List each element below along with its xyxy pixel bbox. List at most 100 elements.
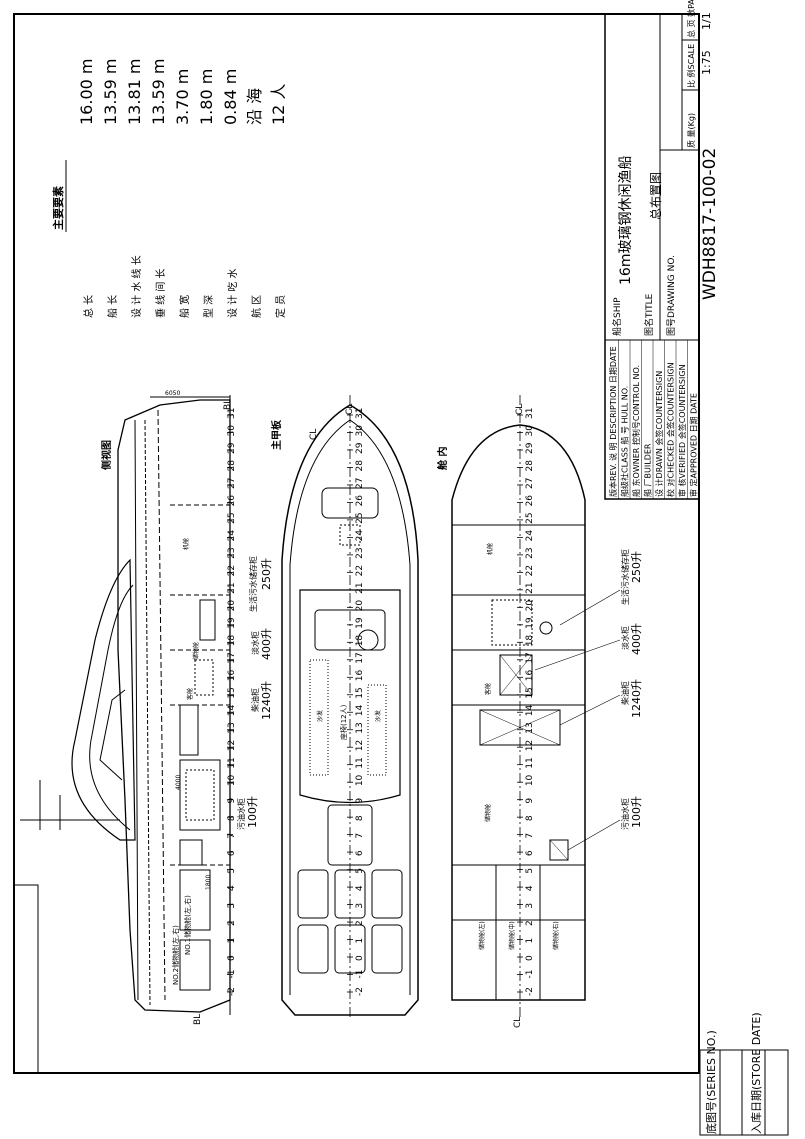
frame-number: 24 xyxy=(525,530,535,542)
bl-bottom: BL xyxy=(193,1014,203,1025)
frame-number: 26 xyxy=(227,495,237,507)
hold-fuel-vol: 1240升 xyxy=(630,679,643,718)
tank-left-label: 储物舱(左) xyxy=(478,921,486,950)
wastewater-tank-vol: 250升 xyxy=(260,558,273,590)
particular-row: 航 区沿 海 xyxy=(245,88,264,318)
deck-hatch xyxy=(297,869,329,919)
hold-view: 舱 内 CL CL -2-101234567891011121314151617… xyxy=(436,395,643,1028)
pages-label: 总 页 数PAGES xyxy=(686,0,696,38)
frame-number: 3 xyxy=(525,903,535,909)
titleblock-row: 审 核VERIFIED 会签COUNTERSIGN xyxy=(677,364,687,497)
titleblock-row: 审 定APPROVED 日期 DATE xyxy=(689,393,699,497)
frame-number: 13 xyxy=(355,722,365,733)
frame-number: 19 xyxy=(525,617,535,629)
frame-number: 9 xyxy=(355,798,365,804)
no1-label: NO.1储物舱(左,右) xyxy=(183,895,192,955)
fresh-water-tank-vol: 400升 xyxy=(260,628,273,660)
deck-hatch xyxy=(334,869,366,919)
particular-value: 13.59 m xyxy=(101,59,120,125)
bilge-tank-vol: 100升 xyxy=(246,796,259,828)
particular-value: 1.80 m xyxy=(197,69,216,125)
frame-number: -2 xyxy=(227,987,237,996)
particular-value: 3.70 m xyxy=(173,69,192,125)
frame-number: 21 xyxy=(525,582,535,593)
frame-number: 20 xyxy=(227,600,237,612)
frame-number: 17 xyxy=(227,652,237,663)
hold-wastewater-vol: 250升 xyxy=(630,551,643,583)
frame-number: 0 xyxy=(525,955,535,961)
title-block: 船名SHIP 16m玻璃钢休闲渔船 图名TITLE 总布置图 图号DRAWING… xyxy=(604,0,720,500)
frame-number: 25 xyxy=(525,512,535,523)
titleblock-row: 船 东OWNER 控制号CONTROL NO. xyxy=(631,365,641,497)
frame-number: 28 xyxy=(227,460,237,472)
mass-label: 质 量(Kg) xyxy=(686,113,696,148)
titleblock-row: 船 厂BUILDER xyxy=(643,443,653,497)
particular-label: 航 区 xyxy=(250,295,263,318)
profile-cabin-label: 客舱 xyxy=(186,688,194,700)
frame-number: -1 xyxy=(355,970,365,979)
frame-number: 16 xyxy=(355,670,365,682)
frame-number: 13 xyxy=(525,722,535,733)
frame-number: 25 xyxy=(227,512,237,523)
fuel-tank-vol: 1240升 xyxy=(260,681,273,720)
hold-store-label: 储物舱 xyxy=(484,804,492,822)
frame-number: 0 xyxy=(355,955,365,961)
main-deck-title: 主甲板 xyxy=(270,419,283,450)
frame-number: 16 xyxy=(227,670,237,682)
drawing-no-label: 图号DRAWING NO. xyxy=(666,255,677,336)
frame-number: 19 xyxy=(355,617,365,629)
frame-number: 31 xyxy=(525,408,535,419)
frame-number: 18 xyxy=(355,635,365,647)
frame-number: 21 xyxy=(355,582,365,593)
frame-number: 15 xyxy=(355,687,365,698)
frame-number: 5 xyxy=(525,868,535,874)
frame-number: 29 xyxy=(227,442,237,454)
hold-bilge-label: 污油水柜 xyxy=(620,798,630,830)
frame-number: 15 xyxy=(525,687,535,698)
frame-number: 12 xyxy=(227,740,237,751)
particular-label: 垂 线 间 长 xyxy=(154,268,167,318)
ship-label: 船名SHIP xyxy=(611,297,623,336)
frame-number: 18 xyxy=(525,635,535,647)
cl-deck-side: CL xyxy=(309,429,319,440)
frame-number: 4 xyxy=(227,885,237,891)
frame-number: 2 xyxy=(525,920,535,926)
particular-value: 16.00 m xyxy=(77,59,96,125)
side-strip: 底图号(SERIES NO.) 入库日期(STORE DATE) xyxy=(699,1012,789,1136)
particular-value: 12 人 xyxy=(269,84,288,125)
cl-hold-top: CL xyxy=(515,404,525,415)
frame-number: 12 xyxy=(355,740,365,751)
frame-number: 26 xyxy=(355,495,365,507)
frame-number: 22 xyxy=(227,565,237,576)
frame-number: 30 xyxy=(355,425,365,437)
frame-number: 5 xyxy=(355,868,365,874)
particulars-heading: 主要要素 xyxy=(51,186,65,230)
frame-number: 17 xyxy=(525,652,535,663)
particular-row: 定 员12 人 xyxy=(269,84,288,318)
cl-hold-bottom: CL xyxy=(513,1017,523,1028)
ship-name: 16m玻璃钢休闲渔船 xyxy=(617,156,634,285)
particular-label: 船 宽 xyxy=(178,295,191,318)
deck-hatch xyxy=(334,924,366,974)
frame-number: 3 xyxy=(355,903,365,909)
frame-number: 11 xyxy=(227,757,237,768)
frame-number: 20 xyxy=(525,600,535,612)
frame-number: 27 xyxy=(227,477,237,488)
frame-number: 23 xyxy=(525,547,535,558)
frame-number: 0 xyxy=(227,955,237,961)
frame-number: 23 xyxy=(355,547,365,558)
particular-label: 型 深 xyxy=(202,295,215,318)
dim2-label: 4000 xyxy=(175,775,182,790)
frame-number: 23 xyxy=(227,547,237,558)
particular-row: 船 宽 3.70 m xyxy=(173,69,192,318)
frame-number: 7 xyxy=(355,833,365,839)
hold-engine-label: 机舱 xyxy=(486,543,494,555)
particular-label: 船 长 xyxy=(106,295,119,318)
frame-number: -2 xyxy=(525,987,535,996)
frame-number: 20 xyxy=(355,600,365,612)
frame-number: 31 xyxy=(355,408,365,419)
margin-box xyxy=(13,884,39,1074)
titleblock-row: 版本REV. 说 明 DESCRIPTION 日期DATE xyxy=(608,346,618,497)
frame-number: 24 xyxy=(355,530,365,542)
